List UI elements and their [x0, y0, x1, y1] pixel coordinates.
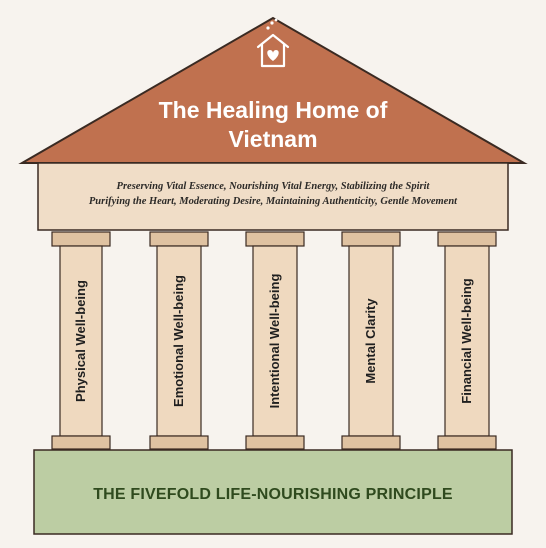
pillar-label-intentional: Intentional Well-being: [267, 273, 282, 409]
motto-line-1: Preserving Vital Essence, Nourishing Vit…: [116, 181, 430, 192]
pillar-3: [245, 231, 305, 450]
pillar-label-financial: Financial Well-being: [459, 278, 474, 404]
motto-line-2: Purifying the Heart, Moderating Desire, …: [88, 196, 458, 207]
pillar-2: [149, 231, 209, 450]
foundation-label: THE FIVEFOLD LIFE-NOURISHING PRINCIPLE: [93, 486, 453, 503]
house-heart-icon: [256, 18, 290, 68]
pillar-label-emotional: Emotional Well-being: [171, 275, 186, 407]
pillar-label-physical: Physical Well-being: [73, 280, 88, 402]
foundation: [33, 449, 513, 535]
pillar-4: [341, 231, 401, 450]
pillar-1: [51, 231, 111, 450]
roof-title: The Healing Home of Vietnam: [158, 97, 388, 152]
pillar-label-mental-clarity: Mental Clarity: [363, 298, 378, 384]
entablature: [37, 162, 509, 231]
pillar-5: [437, 231, 497, 450]
